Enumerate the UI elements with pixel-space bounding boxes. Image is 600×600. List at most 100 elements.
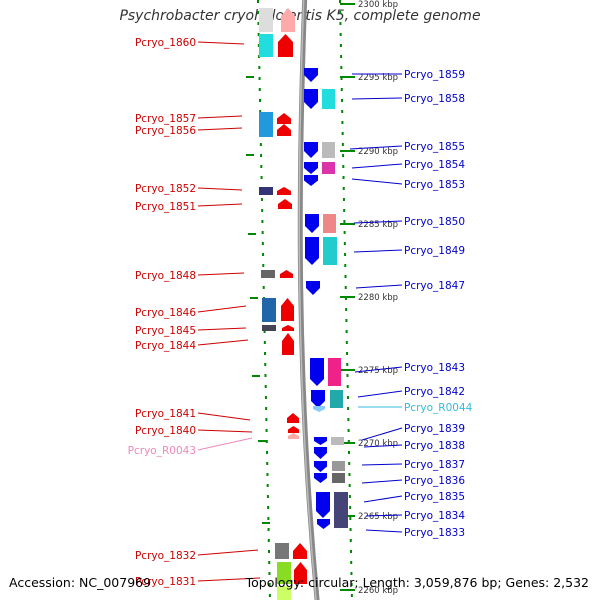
gene-label-right: Pcryo_1834 [404, 510, 465, 522]
right-rail-tick [346, 352, 349, 355]
leader-line [197, 339, 249, 346]
leader-line [197, 127, 243, 131]
right-rail-tick [348, 484, 351, 487]
gene-label-left: Pcryo_1848 [135, 270, 196, 282]
scale-tick [340, 369, 355, 371]
right-rail-tick [349, 517, 352, 520]
gene-label-right: Pcryo_1854 [404, 159, 465, 171]
gene-label-right: Pcryo_1835 [404, 491, 465, 503]
scale-tick [340, 3, 355, 5]
gene-arrow [281, 298, 294, 321]
gene-arrow [311, 390, 325, 408]
left-rail-tick [264, 396, 267, 399]
left-rail-tick [268, 572, 271, 575]
right-rail-tick [341, 132, 344, 135]
right-rail-tick [346, 363, 349, 366]
leader-line [197, 272, 245, 276]
right-rail-tick [344, 297, 347, 300]
gene-label-right: Pcryo_1839 [404, 423, 465, 435]
scale-label: 2275 kbp [358, 366, 398, 376]
leader-line [197, 437, 253, 451]
scale-label: 2295 kbp [358, 73, 398, 83]
gene-arrow [314, 473, 327, 483]
right-rail-tick [341, 143, 344, 146]
right-rail-tick [339, 44, 342, 47]
left-rail-tick [258, 66, 261, 69]
gene-label-right: Pcryo_1849 [404, 245, 465, 257]
scale-tick [340, 76, 355, 78]
left-rail-tick [266, 462, 269, 465]
left-rail-tick [259, 110, 262, 113]
genome-backbone [297, 0, 320, 600]
leader-line [361, 427, 403, 441]
right-rail-tick [344, 264, 347, 267]
leader-line [197, 41, 245, 45]
gene-feature [259, 8, 273, 32]
gene-arrow [304, 68, 318, 82]
left-rail-tick [264, 352, 267, 355]
gene-arrow [287, 413, 299, 423]
gene-label-right: Pcryo_1843 [404, 362, 465, 374]
right-rail-tick [343, 220, 346, 223]
gene-label-right: Pcryo_1847 [404, 280, 465, 292]
gene-label-right: Pcryo_1858 [404, 93, 465, 105]
scale-tick [340, 223, 355, 225]
left-rail-tick [267, 528, 270, 531]
gene-arrow [304, 142, 318, 158]
gene-label-right: Pcryo_1850 [404, 216, 465, 228]
gene-arrow [281, 8, 295, 32]
right-rail-tick [342, 165, 345, 168]
gene-label-left: Pcryo_1846 [135, 307, 196, 319]
left-rail-tick [261, 242, 264, 245]
right-rail-tick [350, 594, 353, 597]
gene-arrow [305, 237, 319, 265]
scale-tick [340, 296, 355, 298]
left-rail-tick [268, 561, 271, 564]
leader-line [353, 220, 403, 224]
gene-arrow [288, 433, 299, 439]
right-rail-tick [347, 418, 350, 421]
right-rail-tick [344, 253, 347, 256]
left-rail-tick [266, 484, 269, 487]
gene-arrow [316, 492, 330, 518]
left-rail-tick [257, 44, 260, 47]
gene-feature [334, 492, 348, 528]
right-rail-tick [350, 572, 353, 575]
left-rail-tick [258, 88, 261, 91]
left-rail-tick [263, 330, 266, 333]
gene-arrow [277, 124, 291, 136]
gene-label-left: Pcryo_1832 [135, 550, 196, 562]
scale-tick [340, 150, 355, 152]
right-rail-tick [339, 33, 342, 36]
left-rail-tick [259, 143, 262, 146]
scale-label: 2260 kbp [358, 586, 398, 596]
leader-line [197, 412, 251, 421]
right-rail-tick [343, 231, 346, 234]
scale-tick [340, 442, 355, 444]
gene-feature [331, 437, 344, 445]
gene-feature [277, 562, 291, 584]
gene-arrow [314, 461, 327, 472]
right-rail-tick [340, 77, 343, 80]
scale-label: 2290 kbp [358, 147, 398, 157]
gene-feature [277, 586, 291, 600]
gene-feature [332, 461, 345, 471]
right-rail-tick [347, 429, 350, 432]
gene-label-right: Pcryo_R0044 [404, 402, 473, 414]
right-rail-tick [345, 330, 348, 333]
right-rail-tick [344, 286, 347, 289]
gene-label-right: Pcryo_1855 [404, 141, 465, 153]
gene-label-right: Pcryo_1853 [404, 179, 465, 191]
leader-line [357, 390, 403, 398]
right-rail-tick [340, 55, 343, 58]
leader-line [365, 529, 403, 533]
leader-line [197, 187, 243, 191]
left-rail-tick [260, 176, 263, 179]
left-rail-tick [268, 550, 270, 553]
right-rail-tick [350, 561, 353, 564]
genome-summary: Topology: circular; Length: 3,059,876 bp… [245, 575, 589, 590]
right-rail-tick [345, 308, 348, 311]
left-rail-tick [252, 375, 260, 377]
gene-feature [275, 543, 289, 559]
right-rail-tick [345, 341, 348, 344]
